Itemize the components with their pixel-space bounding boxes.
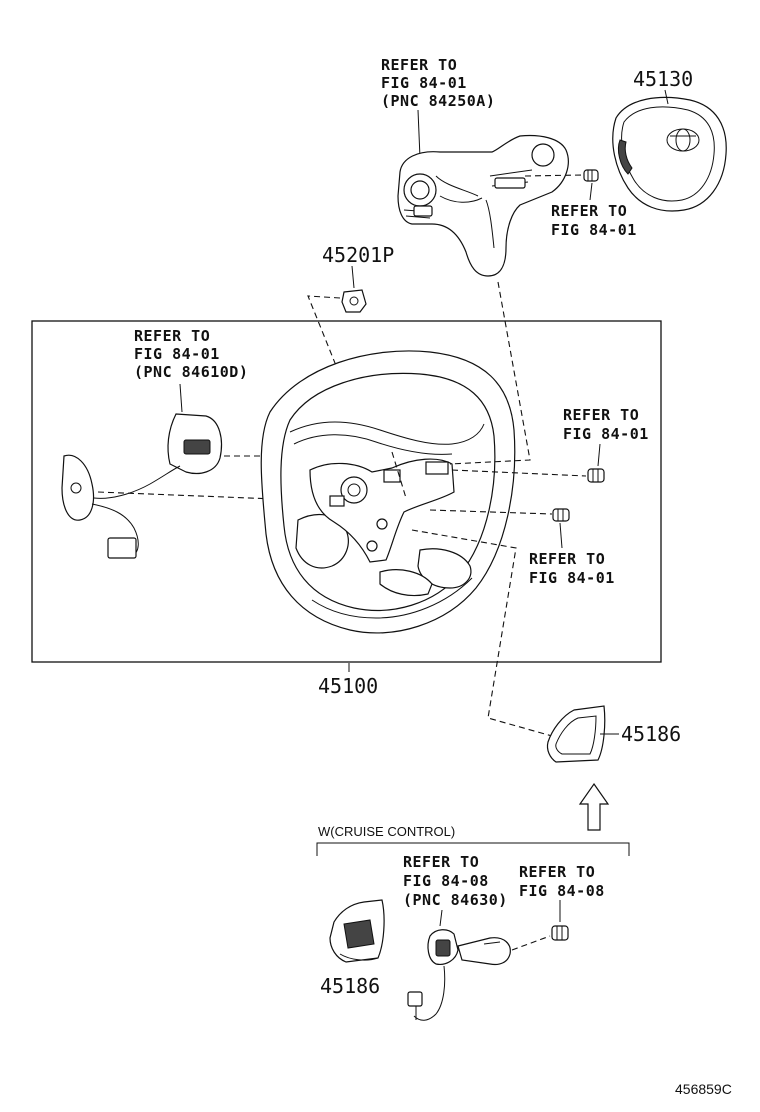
- callout-line: FIG 84-01: [529, 569, 615, 587]
- callout-line: REFER TO: [381, 56, 457, 74]
- switch-cover-lower: 45186: [320, 899, 385, 998]
- screw-right-lower: [429, 508, 570, 522]
- callout-left-switch: REFER TO FIG 84-01 (PNC 84610D): [134, 327, 248, 413]
- callout-line: FIG 84-01: [551, 221, 637, 239]
- callout-top-switch: REFER TO FIG 84-01 (PNC 84250A): [381, 56, 495, 159]
- switch-cover-upper: 45186: [546, 705, 681, 763]
- leader-line: [351, 265, 355, 289]
- part-number-cover-upper: 45186: [621, 722, 681, 746]
- callout-line: FIG 84-08: [519, 882, 605, 900]
- part-number-cover-lower: 45186: [320, 974, 380, 998]
- callout-line: FIG 84-08: [403, 872, 489, 890]
- diagram-code: 456859C: [675, 1081, 732, 1097]
- airbag-module: 45130: [612, 67, 727, 212]
- callout-line: (PNC 84250A): [381, 92, 495, 110]
- callout-line: REFER TO: [551, 202, 627, 220]
- leader-line: [589, 182, 593, 201]
- callout-line: REFER TO: [519, 863, 595, 881]
- arrow-up-icon: [578, 782, 610, 831]
- callout-right-screw-upper: REFER TO FIG 84-01: [563, 406, 649, 467]
- callout-cruise-switch: REFER TO FIG 84-08 (PNC 84630): [403, 853, 508, 927]
- steering-wheel-frame: [31, 320, 662, 663]
- assembly-line: [411, 529, 553, 737]
- part-number-wheel: 45100: [318, 674, 378, 698]
- part-number-nut: 45201P: [322, 243, 394, 267]
- assembly-line: [391, 451, 407, 499]
- callout-cruise-screw: REFER TO FIG 84-08: [519, 863, 605, 922]
- callout-pad-screw: REFER TO FIG 84-01: [551, 182, 637, 239]
- callout-line: REFER TO: [563, 406, 639, 424]
- pad-screw: [524, 169, 599, 182]
- option-bracket: [316, 842, 630, 856]
- leader-line: [559, 522, 563, 549]
- left-switch-harness: [61, 413, 301, 559]
- cruise-screw: [551, 925, 569, 941]
- callout-line: FIG 84-01: [563, 425, 649, 443]
- screw-right-upper: [451, 468, 605, 483]
- part-number-airbag: 45130: [633, 67, 693, 91]
- callout-line: (PNC 84630): [403, 891, 508, 909]
- leader-line: [179, 383, 183, 413]
- callout-line: (PNC 84610D): [134, 363, 248, 381]
- cruise-switch-harness: [407, 929, 551, 1021]
- assembly-line: [449, 281, 531, 465]
- leader-line: [417, 109, 421, 159]
- leader-line: [664, 89, 669, 105]
- callout-line: FIG 84-01: [134, 345, 220, 363]
- callout-line: REFER TO: [134, 327, 210, 345]
- callout-line: FIG 84-01: [381, 74, 467, 92]
- callout-right-screw-lower: REFER TO FIG 84-01: [529, 522, 615, 587]
- steering-wheel: 45100: [260, 350, 516, 698]
- leader-line: [439, 909, 443, 927]
- option-label: W(CRUISE CONTROL): [318, 824, 455, 839]
- spoke-cover-assembly: [397, 134, 569, 277]
- callout-line: REFER TO: [529, 550, 605, 568]
- leader-line: [597, 443, 601, 467]
- callout-line: REFER TO: [403, 853, 479, 871]
